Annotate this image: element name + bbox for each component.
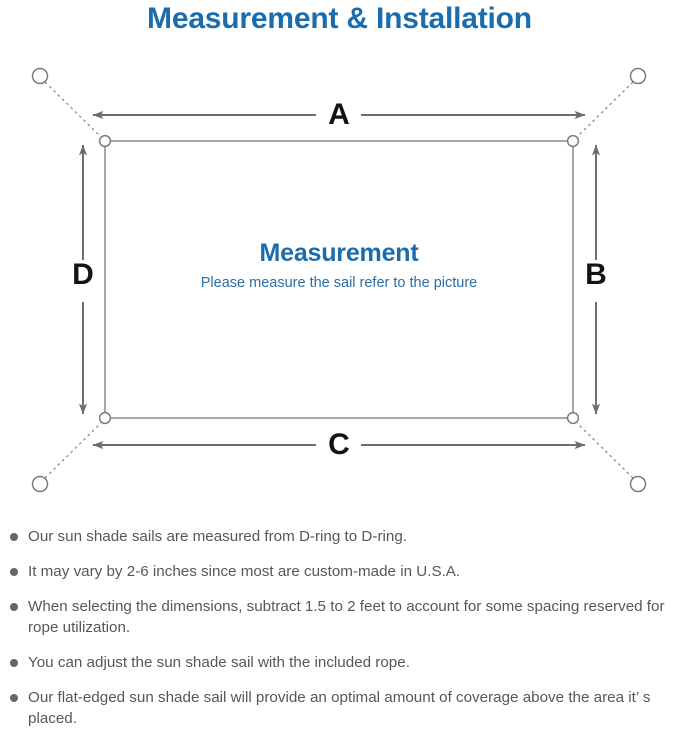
list-item-text: It may vary by 2-6 inches since most are… — [28, 563, 461, 580]
list-item: It may vary by 2-6 inches since most are… — [0, 561, 679, 582]
list-item-text: Our sun shade sails are measured from D-… — [28, 528, 407, 545]
notes-list: Our sun shade sails are measured from D-… — [0, 526, 679, 729]
rope-bottom-left — [44, 422, 102, 479]
page-title: Measurement & Installation — [147, 2, 532, 35]
d-ring-bottom-left-icon — [98, 411, 112, 425]
list-item: You can adjust the sun shade sail with t… — [0, 652, 679, 673]
anchor-bottom-right-icon — [629, 475, 647, 493]
bullet-icon — [10, 533, 18, 541]
measurement-diagram: Measurement Please measure the sail refe… — [0, 48, 679, 518]
rope-bottom-right — [576, 422, 634, 479]
list-item: Our sun shade sails are measured from D-… — [0, 526, 679, 547]
list-item-text: Our flat-edged sun shade sail will provi… — [28, 689, 651, 727]
bullet-icon — [10, 568, 18, 576]
anchor-top-left-icon — [31, 67, 49, 85]
list-item: When selecting the dimensions, subtract … — [0, 596, 679, 638]
list-item-text: When selecting the dimensions, subtract … — [28, 598, 665, 636]
d-ring-bottom-right-icon — [566, 411, 580, 425]
list-item-text: You can adjust the sun shade sail with t… — [28, 654, 410, 671]
bullet-icon — [10, 603, 18, 611]
anchor-top-right-icon — [629, 67, 647, 85]
bullet-icon — [10, 659, 18, 667]
rope-top-right — [576, 81, 634, 138]
list-item: Our flat-edged sun shade sail will provi… — [0, 687, 679, 729]
d-ring-top-left-icon — [98, 134, 112, 148]
diagram-canvas — [31, 67, 647, 493]
sail-rectangle — [104, 140, 574, 419]
bullet-icon — [10, 694, 18, 702]
anchor-bottom-left-icon — [31, 475, 49, 493]
rope-top-left — [44, 81, 102, 138]
d-ring-top-right-icon — [566, 134, 580, 148]
